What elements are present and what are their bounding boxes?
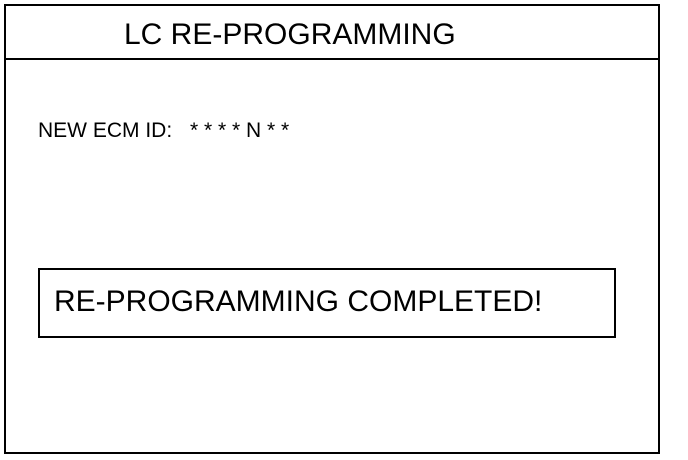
status-message: RE-PROGRAMMING COMPLETED! <box>54 285 543 318</box>
title-bar: LC RE-PROGRAMMING <box>6 6 658 60</box>
ecm-id-value: * * * * N * * <box>190 119 290 142</box>
status-message-box: RE-PROGRAMMING COMPLETED! <box>38 268 616 338</box>
screen-title: LC RE-PROGRAMMING <box>124 18 456 51</box>
ecm-id-label: NEW ECM ID: <box>38 119 173 142</box>
reprogramming-screen: LC RE-PROGRAMMING NEW ECM ID: * * * * N … <box>4 4 660 454</box>
ecm-id-line: NEW ECM ID: * * * * N * * <box>38 118 289 144</box>
